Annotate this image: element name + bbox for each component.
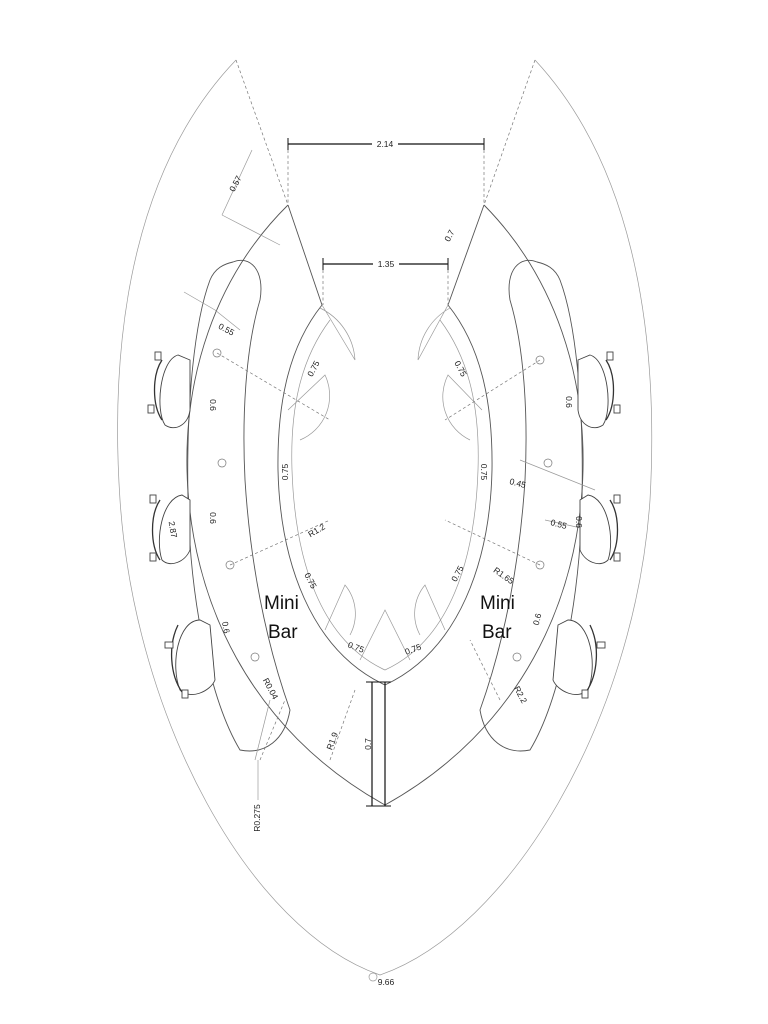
mini-bar-right-label-line1: Mini (480, 593, 515, 614)
dim-label-1-35: 1.35 (378, 259, 395, 269)
leader-line (183, 291, 216, 311)
stool-marker (217, 458, 227, 468)
dim-label-0-55-right: 0.55 (549, 517, 568, 531)
left-door-swing-top (319, 304, 356, 361)
bar-left-end-edge (287, 204, 323, 306)
radial-guide (444, 359, 541, 421)
right-door-swing-top (417, 304, 451, 361)
chair-right-1 (577, 351, 621, 429)
radial-guide (469, 639, 501, 701)
leader-line (214, 309, 241, 331)
radial-guide (229, 519, 331, 566)
outer-right-tangent (483, 59, 536, 206)
mini-bar-left-label-line1: Mini (264, 593, 299, 614)
dim-label-r1-65: R1.65 (492, 565, 517, 586)
outer-left-tangent (235, 59, 289, 206)
dim-label-0-75-right-top: 0.75 (452, 359, 469, 379)
bottom-door-swing-right (414, 584, 446, 636)
dim-label-2-14: 2.14 (377, 139, 394, 149)
dim-label-0-75-left-side: 0.75 (280, 463, 290, 480)
chair-left-3 (164, 619, 216, 699)
dim-label-2-87: 2.87 (167, 520, 180, 538)
leader-line (519, 459, 596, 491)
leader-line (221, 149, 253, 216)
bar-right-end-edge (447, 204, 485, 306)
outer-clearance-arc (117, 59, 653, 976)
dim-top-width: 2.14 (287, 138, 485, 205)
dim-label-0-6-left-a: 0.6 (208, 399, 218, 411)
dim-bottom-depth: 0.7 (363, 681, 391, 807)
chair-right-2 (579, 494, 621, 564)
dim-label-r1-2: R1.2 (306, 521, 327, 539)
dim-label-0-75-bottom-right: 0.75 (403, 642, 422, 657)
dim-label-0-6-right-c: 0.6 (531, 612, 544, 626)
dim-label-0-75-left-c: 0.75 (302, 571, 319, 591)
leader-line (254, 699, 271, 761)
dim-label-r1-9: R1.9 (324, 731, 340, 752)
stool-marker (250, 652, 260, 662)
dim-label-0-57: 0.57 (227, 174, 244, 194)
chair-left-2 (149, 494, 191, 564)
stool-marker (543, 458, 553, 468)
mini-bar-right-label-line2: Bar (482, 622, 512, 643)
dim-label-0-7-bottom: 0.7 (363, 738, 373, 750)
dim-label-r0-275: R0.275 (252, 804, 262, 832)
radial-guide (329, 689, 356, 761)
dim-label-0-55-left: 0.55 (217, 321, 237, 338)
dim-label-0-45: 0.45 (508, 476, 527, 490)
dim-label-0-7-top-right: 0.7 (442, 228, 457, 243)
dim-label-0-75-left-top: 0.75 (305, 359, 322, 379)
dim-label-9-66: 9.66 (378, 977, 395, 987)
bottom-door-swing-mid (359, 609, 411, 661)
dim-label-0-6-right-b: 0.6 (574, 516, 584, 528)
radial-guide (444, 519, 541, 566)
dim-label-0-6-right-a: 0.6 (564, 396, 574, 408)
service-circle (291, 319, 479, 671)
right-mini-bar-counter (479, 260, 583, 752)
right-door-swing-mid (442, 374, 483, 441)
mini-bar-left-label-line2: Bar (268, 622, 298, 643)
dim-label-0-75-right-c: 0.75 (449, 564, 466, 584)
chair-left-1 (147, 351, 191, 429)
bottom-door-swing-left (324, 584, 356, 636)
left-door-swing-mid (287, 374, 331, 441)
overall-dimension-marker (368, 972, 378, 982)
dim-label-0-75-right-side: 0.75 (479, 464, 489, 481)
dim-label-0-6-left-c: 0.6 (220, 621, 232, 635)
radial-guide (259, 699, 286, 761)
stool-marker (512, 652, 522, 662)
leader-line (221, 214, 281, 246)
dim-label-0-75-bottom-left: 0.75 (347, 640, 366, 655)
dim-label-r2-2: R2.2 (512, 684, 529, 705)
dim-inner-width: 1.35 (322, 258, 449, 305)
dim-label-r0-04: R0.04 (261, 676, 281, 701)
chair-right-3 (552, 619, 606, 699)
left-mini-bar-counter (187, 260, 291, 752)
dim-label-0-6-left-b: 0.6 (208, 512, 218, 524)
